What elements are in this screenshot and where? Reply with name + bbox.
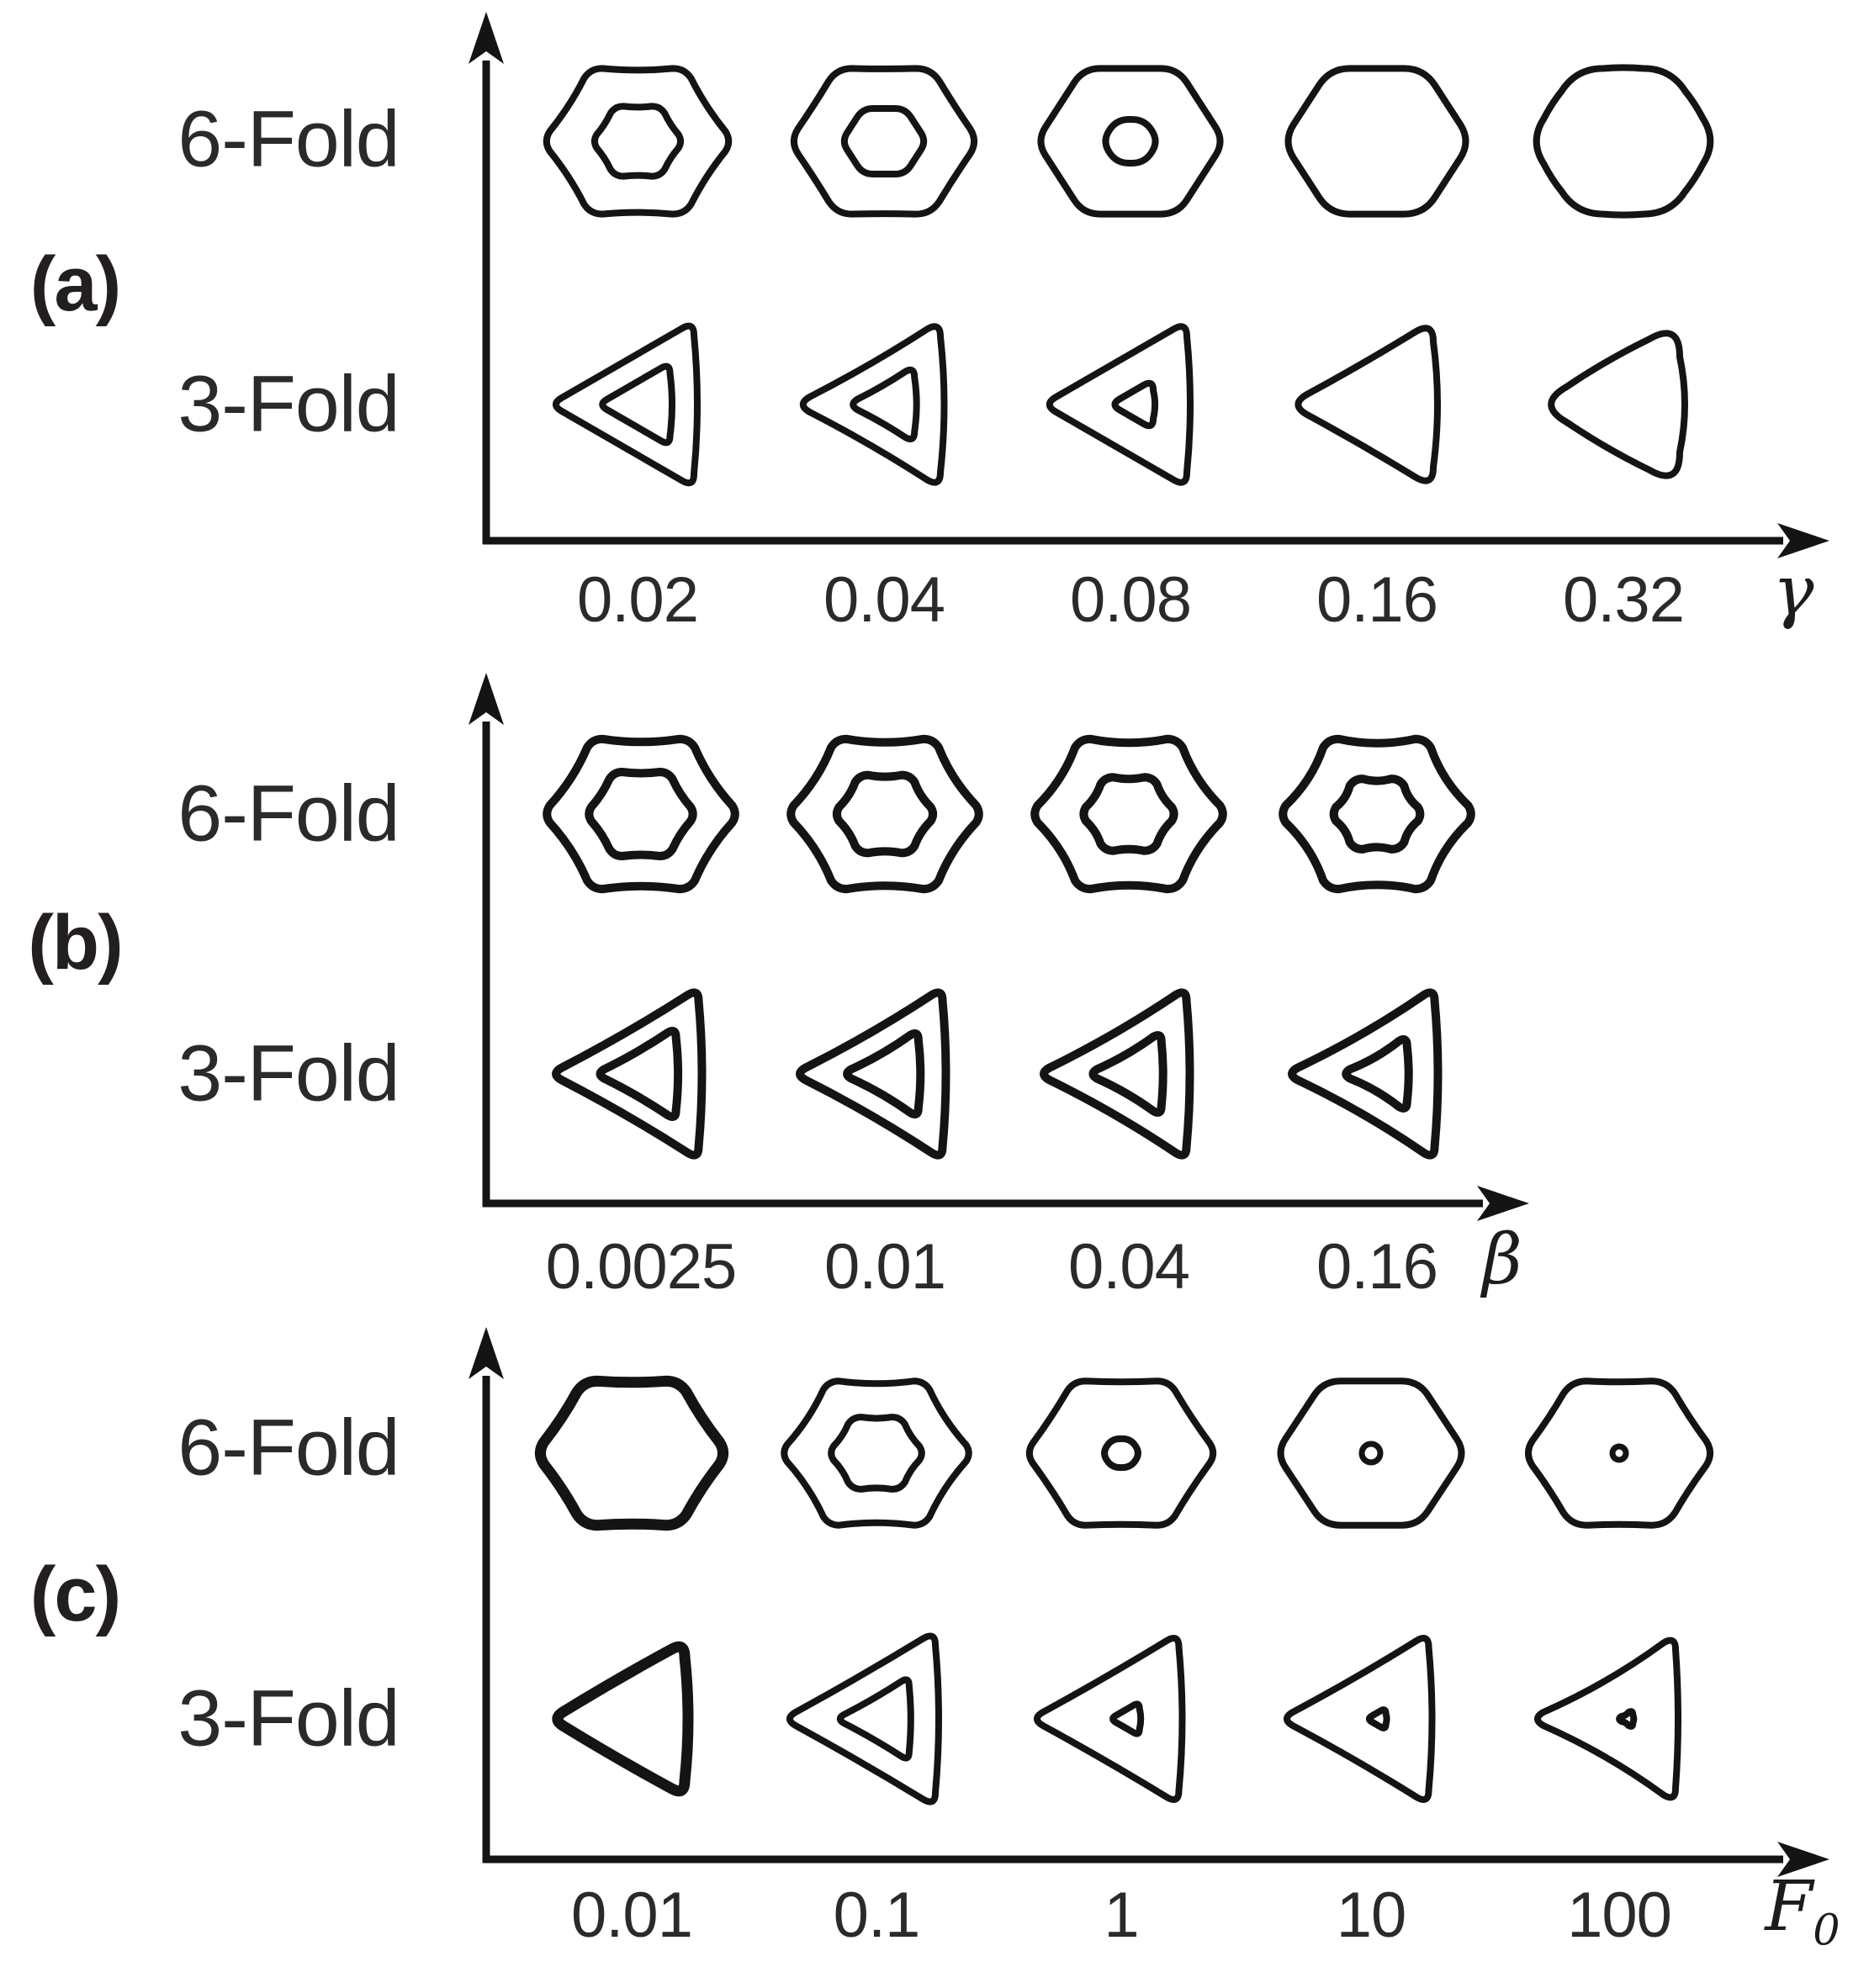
panel-b-3fold-col2-outer-triangle bbox=[796, 988, 950, 1160]
panel-a-3fold-col3-inner-triangle bbox=[1111, 379, 1159, 430]
panel-b-3fold-col1-outer-triangle bbox=[552, 988, 707, 1160]
panel-a-3fold-col4-outer-triangle bbox=[1295, 325, 1441, 484]
panel-b-tick-2: 0.01 bbox=[824, 1231, 946, 1303]
panel-c-6fold-col2-outer-hexagon bbox=[781, 1377, 972, 1529]
panel-a-label: (a) bbox=[29, 241, 121, 327]
panel-b-tick-1: 0.0025 bbox=[545, 1231, 737, 1303]
panel-c-6fold-col5-inner-dot bbox=[1609, 1443, 1629, 1463]
gamma-glyph: γ bbox=[1772, 551, 1814, 632]
panel-a-3fold-col5-outer-triangle bbox=[1548, 330, 1688, 479]
panel-a-6fold-col5-outer-hexagon bbox=[1533, 64, 1714, 219]
panel-a-3fold-col2-outer-triangle bbox=[799, 323, 948, 486]
panel-c-tick-4: 10 bbox=[1336, 1880, 1407, 1951]
panel-a-tick-5: 0.32 bbox=[1563, 564, 1685, 636]
panel-a-6fold-col3-inner-hexagon bbox=[1102, 116, 1159, 167]
panel-c-tick-1: 0.01 bbox=[571, 1880, 693, 1951]
panel-a-tick-3: 0.08 bbox=[1070, 564, 1192, 636]
panel-a-3fold-col3-outer-triangle bbox=[1046, 323, 1194, 486]
panel-c-3fold-col5-inner-triangle bbox=[1616, 1708, 1638, 1730]
panel-b-3fold-col2-inner-triangle bbox=[843, 1029, 925, 1118]
panel-c-6fold-col2-inner-hexagon bbox=[828, 1414, 925, 1493]
panel-b-label: (b) bbox=[28, 900, 123, 986]
beta-glyph: β bbox=[1482, 1219, 1522, 1300]
panel-b-3fold-col3-outer-triangle bbox=[1040, 988, 1194, 1160]
panel-b-x-axis-arrowhead-icon bbox=[1477, 1186, 1529, 1221]
panel-c-6fold-col1-outer-hexagon bbox=[534, 1375, 729, 1531]
panel-b-6fold-col2-inner-hexagon bbox=[832, 770, 938, 858]
panel-c-label: (c) bbox=[29, 1552, 121, 1637]
panel-b-3fold-col4-outer-triangle bbox=[1288, 988, 1443, 1160]
panel-b-tick-3: 0.04 bbox=[1068, 1231, 1190, 1303]
panel-b-6fold-col2-outer-hexagon bbox=[786, 734, 983, 894]
panel-c-6fold-col3-inner-hexagon bbox=[1101, 1435, 1141, 1472]
panel-c-3fold-col3-outer-triangle bbox=[1034, 1635, 1186, 1803]
panel-b-y-axis-arrowhead-icon bbox=[469, 673, 504, 725]
panel-b-3fold-col4-inner-triangle bbox=[1342, 1035, 1413, 1113]
panel-a-tick-1: 0.02 bbox=[577, 564, 699, 636]
panel-b-6fold-col1-outer-hexagon bbox=[543, 734, 739, 894]
panel-c-3fold-col4-outer-triangle bbox=[1284, 1635, 1436, 1803]
panel-b-row-3fold-label: 3-Fold bbox=[177, 1028, 400, 1118]
panel-c-3fold-col4-inner-triangle bbox=[1365, 1706, 1390, 1732]
panel-b-3fold-col1-inner-triangle bbox=[596, 1027, 683, 1121]
panel-a-6fold-col1-inner-hexagon bbox=[590, 103, 685, 180]
panel-a-row-6fold-label: 6-Fold bbox=[177, 94, 400, 184]
panel-a-axis-symbol-gamma: γ bbox=[1772, 557, 1813, 637]
panel-c-3fold-col1-outer-triangle bbox=[552, 1641, 694, 1797]
panel-a-6fold-col1-outer-hexagon bbox=[543, 65, 733, 218]
panel-c-6fold-col4-inner-dot bbox=[1358, 1441, 1384, 1466]
panel-c-y-axis-arrowhead-icon bbox=[469, 1327, 504, 1379]
panel-a-6fold-col3-outer-hexagon bbox=[1037, 65, 1224, 218]
panel-b-6fold-col4-inner-hexagon bbox=[1329, 775, 1425, 854]
panel-b-row-6fold-label: 6-Fold bbox=[177, 769, 400, 859]
panel-a-3fold-col1-outer-triangle bbox=[553, 322, 701, 487]
panel-b-axis-symbol-beta: β bbox=[1482, 1225, 1522, 1305]
panel-c-x-axis-arrowhead-icon bbox=[1777, 1842, 1829, 1877]
panel-a-tick-2: 0.04 bbox=[823, 564, 945, 636]
panel-c-6fold-col5-outer-hexagon bbox=[1524, 1377, 1714, 1529]
panel-c-3fold-col5-outer-triangle bbox=[1534, 1636, 1681, 1801]
panel-c-3fold-col2-outer-triangle bbox=[786, 1632, 942, 1806]
panel-c-axis-symbol-f0: F0 bbox=[1765, 1872, 1840, 1955]
panel-b-6fold-col3-inner-hexagon bbox=[1079, 773, 1178, 855]
f-subscript-zero: 0 bbox=[1813, 1905, 1840, 1955]
panel-b-6fold-col1-inner-hexagon bbox=[585, 768, 697, 860]
panel-b-6fold-col4-outer-hexagon bbox=[1279, 734, 1475, 894]
panel-c-6fold-col4-outer-hexagon bbox=[1277, 1377, 1465, 1529]
panel-c-tick-3: 1 bbox=[1104, 1880, 1139, 1951]
panel-a-row-3fold-label: 3-Fold bbox=[177, 359, 400, 449]
panel-a-y-axis-arrowhead-icon bbox=[469, 12, 504, 64]
panel-c-row-6fold-label: 6-Fold bbox=[177, 1403, 400, 1493]
panel-a-6fold-col2-outer-hexagon bbox=[790, 65, 978, 218]
panel-a-tick-4: 0.16 bbox=[1316, 564, 1438, 636]
panel-a-6fold-col4-outer-hexagon bbox=[1284, 65, 1469, 218]
panel-b-6fold-col3-outer-hexagon bbox=[1030, 734, 1227, 894]
panel-c-row-3fold-label: 3-Fold bbox=[177, 1673, 400, 1763]
panel-a-3fold-col2-inner-triangle bbox=[850, 366, 920, 443]
panel-c-6fold-col3-outer-hexagon bbox=[1025, 1377, 1217, 1529]
panel-a-x-axis-arrowhead-icon bbox=[1777, 523, 1829, 558]
panel-a-6fold-col2-inner-hexagon bbox=[840, 104, 928, 177]
panel-c-tick-2: 0.1 bbox=[833, 1880, 921, 1951]
f-glyph: F bbox=[1765, 1866, 1813, 1947]
panel-c-tick-5: 100 bbox=[1567, 1880, 1672, 1951]
panel-b-tick-4: 0.16 bbox=[1316, 1231, 1438, 1303]
panel-a-3fold-col1-inner-triangle bbox=[599, 362, 675, 447]
panel-b-3fold-col3-inner-triangle bbox=[1088, 1031, 1167, 1117]
panel-c-3fold-col3-inner-triangle bbox=[1109, 1700, 1145, 1737]
panel-c-3fold-col2-inner-triangle bbox=[836, 1676, 914, 1762]
